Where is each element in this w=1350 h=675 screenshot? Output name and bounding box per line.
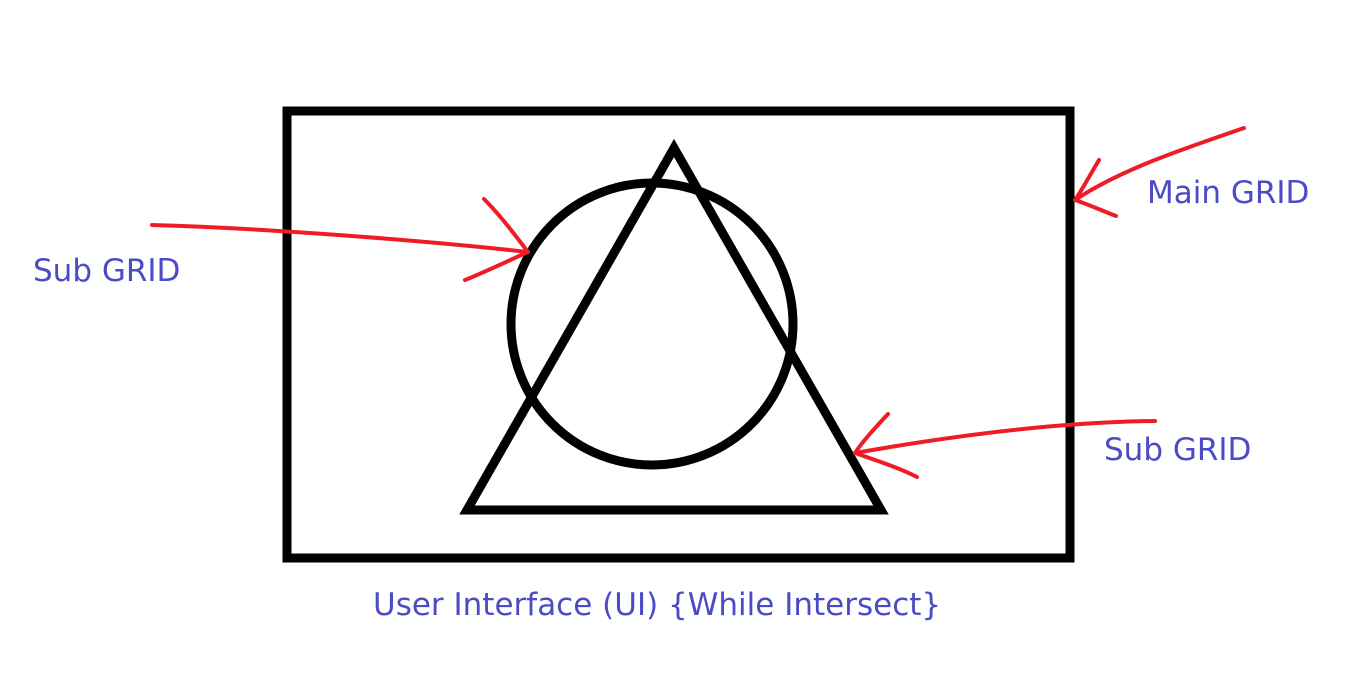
arrow-sub-grid-right [853,412,1157,479]
sub-grid-label-left: Sub GRID [33,253,181,289]
sub-grid-circle [506,178,798,470]
main-grid-rectangle [282,106,1075,563]
arrow-main-grid [1073,126,1246,218]
sub-grid-triangle [459,138,889,515]
diagram-caption: User Interface (UI) {While Intersect} [373,587,942,623]
main-grid-label: Main GRID [1147,175,1310,211]
arrow-sub-grid-left [150,197,530,282]
sub-grid-label-right: Sub GRID [1104,432,1252,468]
